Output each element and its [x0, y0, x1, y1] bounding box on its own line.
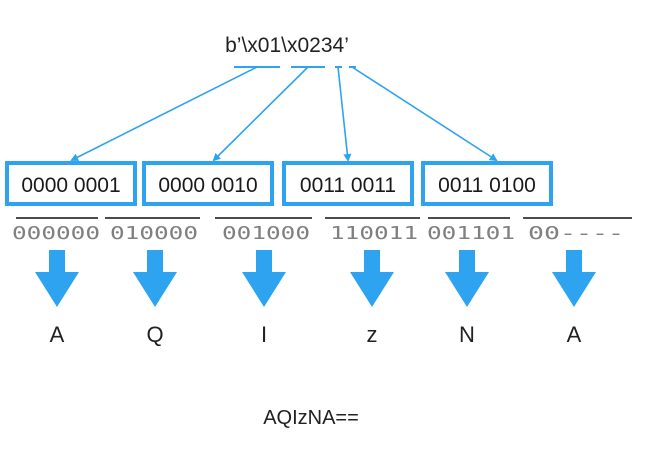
connector-arrow-byte-4: [351, 66, 498, 162]
down-arrow-icon: [35, 250, 79, 307]
connector-arrow-byte-1: [70, 66, 258, 161]
down-arrow-icon: [445, 250, 489, 307]
byte-box-1: [5, 161, 137, 206]
sextet-3: 001000: [222, 223, 310, 244]
down-arrow-icon: [242, 250, 286, 307]
encoded-result: AQIzNA==: [263, 407, 359, 429]
byte-value-3: 0011 0011: [300, 174, 396, 197]
base64-char-6: A: [567, 322, 582, 347]
byte-box-4: [421, 161, 553, 206]
down-arrows: [35, 250, 596, 307]
byte-value-2: 0000 0010: [158, 174, 257, 197]
down-arrow-icon: [133, 250, 177, 307]
input-bytes-label: b’\x01\x0234’: [225, 34, 349, 57]
byte-value-1: 0000 0001: [21, 174, 120, 197]
base64-chars: A Q I z N A: [50, 322, 582, 347]
sextet-5: 001101: [427, 223, 515, 244]
base64-char-5: N: [459, 322, 475, 347]
down-arrow-icon: [350, 250, 394, 307]
byte-value-4: 0011 0100: [438, 174, 536, 197]
byte-boxes: 0000 0001 0000 0010 0011 0011 0011 0100: [5, 161, 553, 206]
base64-char-4: z: [367, 322, 378, 347]
byte-box-2: [142, 161, 274, 206]
base64-char-3: I: [261, 322, 267, 347]
sextet-1: 000000: [12, 223, 100, 244]
connector-arrow-byte-2: [212, 66, 309, 162]
sextet-6: 00----: [528, 223, 624, 244]
sextet-2: 010000: [110, 223, 198, 244]
base64-char-2: Q: [146, 322, 163, 347]
sextets: 000000 010000 001000 110011 001101 00---…: [12, 223, 624, 244]
connector-arrows: [70, 66, 498, 162]
byte-box-3: [282, 161, 414, 206]
sextet-4: 110011: [330, 223, 418, 244]
down-arrow-icon: [552, 250, 596, 307]
base64-char-1: A: [50, 322, 65, 347]
connector-arrow-byte-3: [337, 66, 352, 162]
